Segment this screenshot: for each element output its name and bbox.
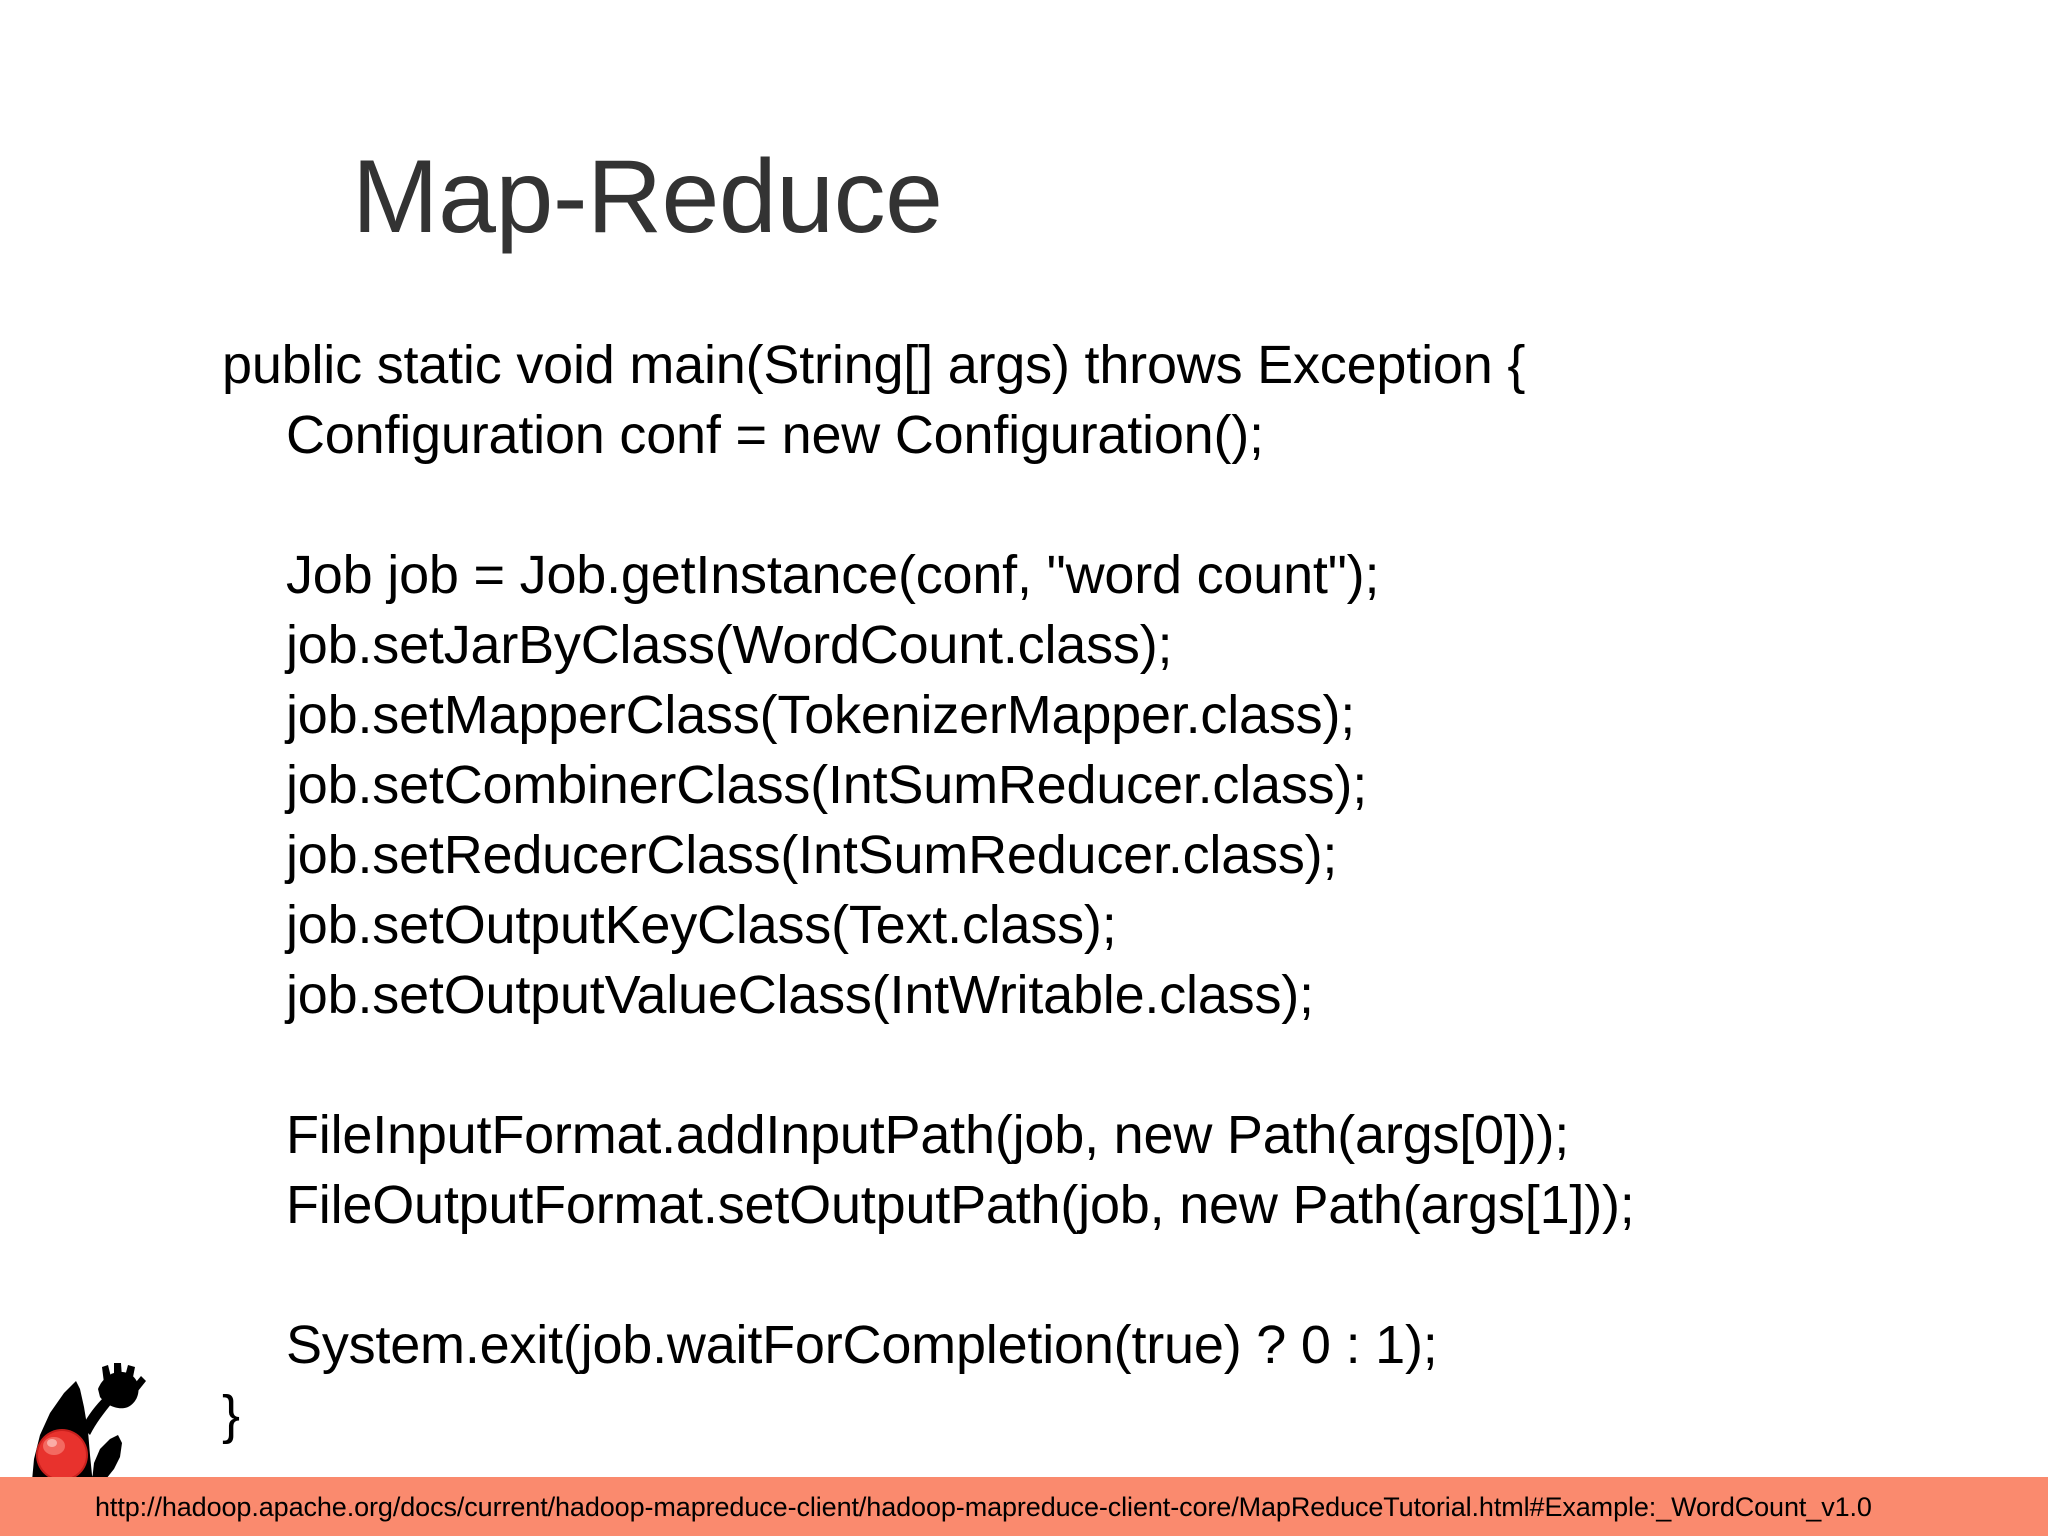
code-line: job.setMapperClass(TokenizerMapper.class…	[286, 685, 1356, 745]
code-line: System.exit(job.waitForCompletion(true) …	[286, 1315, 1438, 1375]
page-title: Map-Reduce	[352, 139, 943, 255]
code-line: job.setOutputValueClass(IntWritable.clas…	[286, 965, 1314, 1025]
code-line-blank	[222, 470, 1982, 540]
footer-bar: http://hadoop.apache.org/docs/current/ha…	[0, 1477, 2048, 1536]
code-line: Configuration conf = new Configuration()…	[286, 405, 1264, 465]
code-line: }	[222, 1385, 240, 1445]
code-line: Job job = Job.getInstance(conf, "word co…	[286, 545, 1380, 605]
code-line: job.setReducerClass(IntSumReducer.class)…	[286, 825, 1338, 885]
duke-java-mascot-logo	[18, 1363, 148, 1488]
code-line: public static void main(String[] args) t…	[222, 335, 1526, 395]
code-line: FileOutputFormat.setOutputPath(job, new …	[286, 1175, 1635, 1235]
code-block: public static void main(String[] args) t…	[222, 330, 1982, 1450]
code-line: FileInputFormat.addInputPath(job, new Pa…	[286, 1105, 1570, 1165]
code-line-blank	[222, 1240, 1982, 1310]
code-line-blank	[222, 1030, 1982, 1100]
code-line: job.setJarByClass(WordCount.class);	[286, 615, 1173, 675]
source-url-link[interactable]: http://hadoop.apache.org/docs/current/ha…	[95, 1491, 1872, 1522]
code-line: job.setCombinerClass(IntSumReducer.class…	[286, 755, 1368, 815]
code-line: job.setOutputKeyClass(Text.class);	[286, 895, 1117, 955]
